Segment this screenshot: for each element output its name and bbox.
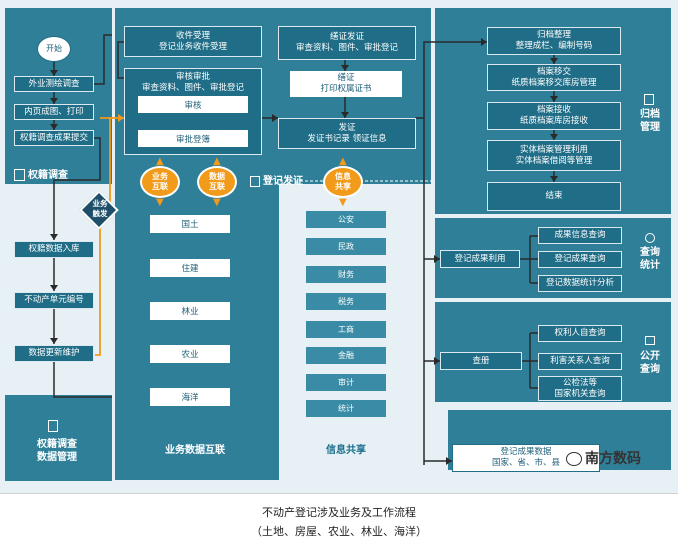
section-title-survey-data: 权籍调查 数据管理: [37, 439, 77, 463]
connector-lines: [50, 34, 558, 465]
up-down-arrow-icon: ▲: [156, 156, 164, 167]
watermark: 南方数码: [585, 451, 641, 467]
up-down-arrow-icon: ▼: [156, 197, 164, 208]
step-field-survey: 外业测绘调查: [14, 76, 94, 92]
public-item-self: 权利人自查询: [538, 325, 622, 342]
start-node: 开始: [37, 36, 71, 62]
wechat-icon: [566, 452, 582, 466]
share-item-commerce: 工商: [306, 321, 386, 338]
share-item-police: 公安: [306, 211, 386, 228]
caption-line-1: 不动产登记涉及业务及工作流程: [262, 506, 416, 519]
query-item-statistics: 登记数据统计分析: [538, 275, 622, 292]
archive-step-organize: 归档整理 整理成栏、编制号码: [487, 27, 621, 55]
biz-interconnect-panel: [115, 184, 279, 480]
up-down-arrow-icon: ▲: [213, 156, 221, 167]
data-interconnect-oval: 数据 互联: [197, 166, 237, 198]
archive-icon: [644, 94, 654, 105]
archive-step-manage: 实体档案管理利用 实体档案借阅等管理: [487, 140, 621, 171]
archive-step-transfer: 档案移交 纸质档案移交库房管理: [487, 64, 621, 91]
share-item-finance: 财务: [306, 266, 386, 283]
search-icon: [645, 233, 655, 243]
section-title-info-share: 信息共享: [326, 445, 366, 456]
section-title-public: 公开 查询: [640, 351, 660, 375]
section-title-query: 查询 统计: [640, 247, 660, 271]
section-title-biz-interconnect: 业务数据互联: [165, 445, 225, 456]
biz-item-forestry: 林业: [150, 302, 230, 320]
review-register-button: 审批登簿: [138, 130, 248, 147]
section-title-survey: 权籍调查: [14, 156, 104, 182]
info-share-oval: 信息 共享: [323, 166, 363, 198]
share-item-civil: 民政: [306, 238, 386, 255]
monitor-icon: [645, 336, 655, 345]
biz-interconnect-oval: 业务 互联: [140, 166, 180, 198]
step-unit-numbering: 不动产单元编号: [14, 292, 94, 309]
public-item-authorities: 公检法等 国家机关查询: [538, 376, 622, 401]
left-bottom-panel: [5, 395, 112, 481]
trigger-label: 业务 触发: [92, 199, 108, 218]
certify-box: 缮证发证 审查资料、图件、审批登记: [278, 26, 416, 60]
archive-step-end: 结束: [487, 182, 621, 211]
up-down-arrow-icon: ▲: [339, 156, 347, 167]
share-item-banking: 金融: [306, 347, 386, 364]
review-audit-button: 审核: [138, 96, 248, 113]
accept-box: 收件受理 登记业务收件受理: [124, 26, 262, 57]
query-item-results-info: 成果信息查询: [538, 227, 622, 244]
certify-print-box: 缮证 打印权属证书: [290, 71, 402, 97]
doc-icon: [48, 420, 58, 432]
step-draw-print: 内页成图、打印: [14, 104, 94, 120]
biz-item-agriculture: 农业: [150, 345, 230, 363]
share-item-audit: 审计: [306, 374, 386, 391]
caption-divider: [0, 493, 678, 494]
share-item-statistics: 统计: [306, 400, 386, 417]
up-down-arrow-icon: ▼: [339, 197, 347, 208]
section-title-registration: 登记发证: [250, 162, 340, 188]
section-title-archive: 归档 管理: [640, 109, 660, 133]
biz-item-land: 国土: [150, 215, 230, 233]
query-main-box: 登记成果利用: [440, 250, 520, 268]
biz-item-ocean: 海洋: [150, 388, 230, 406]
public-main-box: 查册: [440, 352, 522, 370]
doc-icon: [14, 169, 25, 181]
caption-line-2: （土地、房屋、农业、林业、海洋）: [251, 525, 427, 538]
up-down-arrow-icon: ▼: [213, 197, 221, 208]
step-data-import: 权籍数据入库: [14, 241, 94, 258]
step-submit-results: 权籍调查成果提交: [14, 130, 94, 146]
biz-item-housing: 住建: [150, 259, 230, 277]
step-data-update: 数据更新维护: [14, 345, 94, 362]
doc-icon: [250, 175, 260, 187]
query-item-registration: 登记成果查询: [538, 251, 622, 268]
public-item-interested: 利害关系人查询: [538, 353, 622, 370]
share-item-tax: 税务: [306, 293, 386, 310]
archive-step-receive: 档案接收 纸质档案库房接收: [487, 102, 621, 130]
certify-issue-box: 发证 发证书记录 领证信息: [278, 118, 416, 149]
